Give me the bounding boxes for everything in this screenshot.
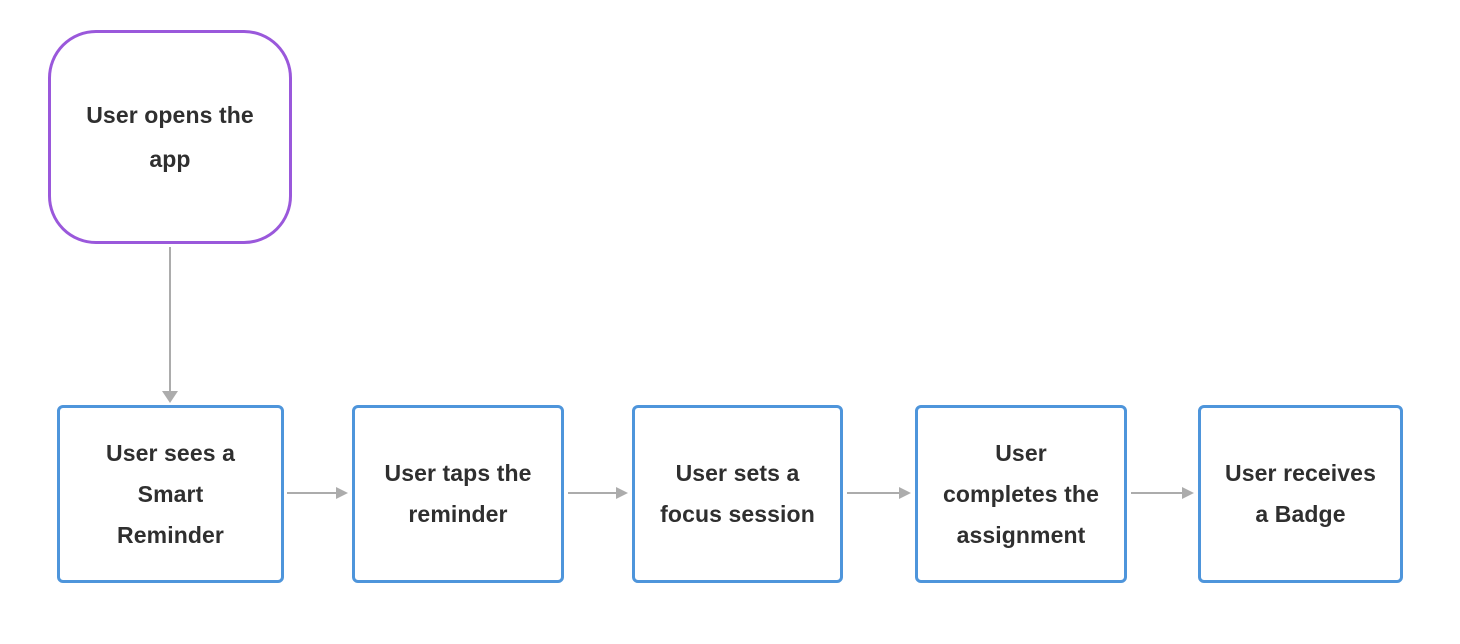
- arrowhead-right-icon: [336, 487, 348, 499]
- node-label: User sees a Smart Reminder: [106, 433, 235, 556]
- node-label-line: User sets a: [675, 460, 800, 486]
- node-user-sets-focus-session: User sets a focus session: [632, 405, 843, 583]
- node-user-sees-smart-reminder: User sees a Smart Reminder: [57, 405, 284, 583]
- node-label-line: a Badge: [1255, 501, 1346, 527]
- arrow-right: [568, 487, 628, 499]
- arrow-line: [847, 492, 899, 494]
- arrow-right: [847, 487, 911, 499]
- arrowhead-right-icon: [1182, 487, 1194, 499]
- node-label-line: reminder: [408, 501, 508, 527]
- node-user-opens-app: User opens the app: [48, 30, 292, 244]
- node-label: User opens the app: [86, 93, 254, 181]
- node-user-completes-assignment: User completes the assignment: [915, 405, 1127, 583]
- arrow-line: [568, 492, 616, 494]
- node-label-line: Smart: [137, 480, 204, 507]
- node-label-line: User sees a: [106, 439, 235, 466]
- node-label: User completes the assignment: [943, 433, 1099, 556]
- arrow-line: [169, 247, 171, 391]
- node-label: User taps the reminder: [384, 453, 531, 535]
- arrowhead-right-icon: [899, 487, 911, 499]
- node-label-line: completes the: [943, 480, 1099, 507]
- arrow-right: [1131, 487, 1194, 499]
- arrowhead-down-icon: [162, 391, 178, 403]
- node-user-taps-reminder: User taps the reminder: [352, 405, 564, 583]
- node-user-receives-badge: User receives a Badge: [1198, 405, 1403, 583]
- node-label-line: focus session: [660, 501, 815, 527]
- node-label-line: assignment: [956, 521, 1086, 548]
- node-label-line: Reminder: [117, 521, 224, 548]
- node-label-line: User taps the: [384, 460, 532, 486]
- node-label: User receives a Badge: [1225, 453, 1376, 535]
- node-label: User sets a focus session: [660, 453, 815, 535]
- node-label-line: app: [149, 146, 191, 172]
- node-label-line: User receives: [1225, 460, 1376, 486]
- arrow-line: [1131, 492, 1182, 494]
- arrow-down: [162, 247, 178, 403]
- node-label-line: User: [995, 439, 1047, 466]
- arrow-right: [287, 487, 348, 499]
- arrowhead-right-icon: [616, 487, 628, 499]
- node-label-line: User opens the: [86, 102, 254, 128]
- arrow-line: [287, 492, 336, 494]
